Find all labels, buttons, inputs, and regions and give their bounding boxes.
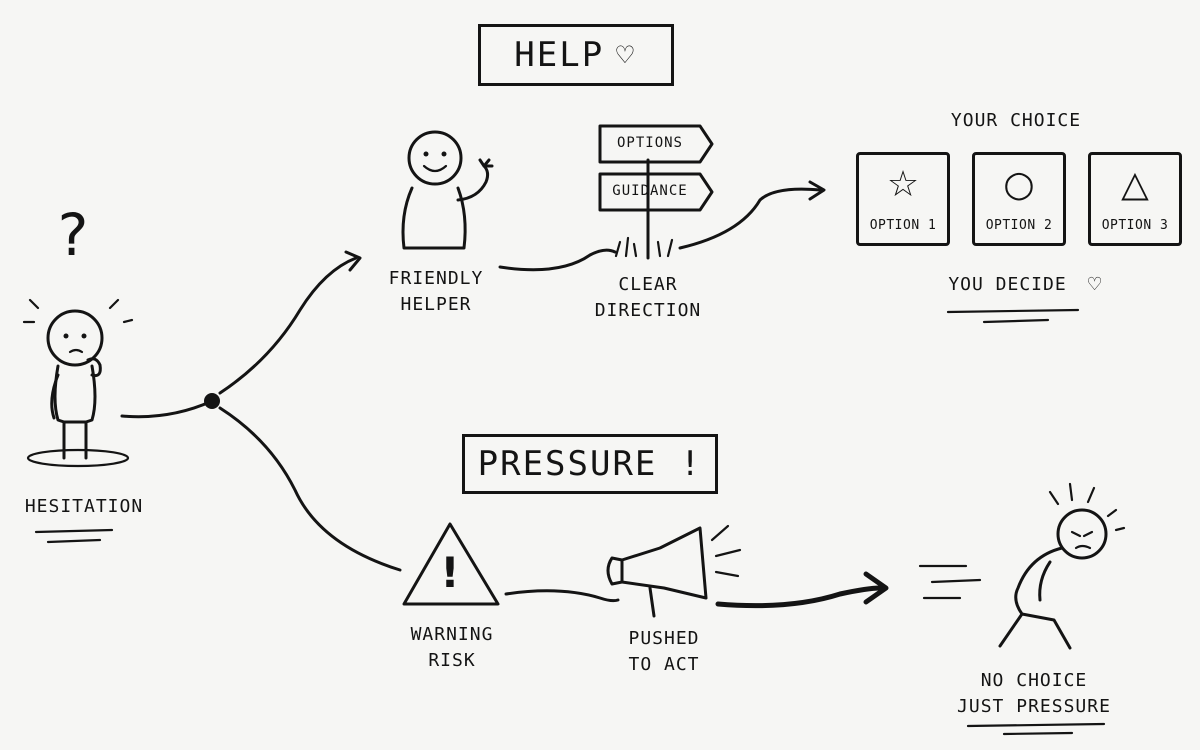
option-1-label: OPTION 1 (869, 218, 937, 233)
heart-icon: ♡ (614, 41, 638, 69)
decision-point (204, 393, 220, 409)
sign-guidance: GUIDANCE (612, 183, 688, 199)
pressure-title-box: PRESSURE ! (462, 434, 718, 494)
hesitation-underline (34, 528, 114, 544)
you-decide-label: YOU DECIDE ♡ (948, 274, 1104, 295)
warning-icon (402, 522, 500, 606)
star-icon: ☆ (886, 164, 920, 205)
sign-options: OPTIONS (616, 135, 683, 151)
stressed-person-icon (918, 482, 1126, 650)
option-2-box: ○ OPTION 2 (972, 152, 1066, 246)
option-2-label: OPTION 2 (985, 218, 1053, 233)
no-choice-label: NO CHOICE JUST PRESSURE (957, 670, 1111, 717)
circle-icon: ○ (1003, 164, 1035, 205)
friendly-helper-label: FRIENDLY HELPER (388, 268, 484, 315)
heart-icon: ♡ (1086, 274, 1104, 295)
option-3-label: OPTION 3 (1101, 218, 1169, 233)
warning-risk-label: WARNING RISK (410, 624, 494, 671)
hesitating-person-icon (22, 298, 134, 468)
pressure-arrow-head (863, 571, 889, 605)
end-underline (966, 722, 1106, 736)
signpost-icon (598, 124, 714, 260)
help-title-box: HELP ♡ (478, 24, 674, 86)
question-mark-icon: ? (57, 201, 89, 269)
path-warning-to-megaphone (504, 589, 620, 603)
megaphone-icon (606, 524, 742, 618)
path-helper-to-sign (498, 248, 617, 272)
friendly-helper-icon (401, 130, 494, 250)
pressure-arrow (715, 585, 883, 609)
arrow-head-up (344, 250, 362, 272)
pressure-title: PRESSURE ! (477, 444, 703, 484)
arrow-head-choice (808, 180, 826, 201)
option-1-box: ☆ OPTION 1 (856, 152, 950, 246)
decide-underline (946, 308, 1080, 324)
hesitation-label: HESITATION (24, 496, 144, 517)
path-sign-to-choice (678, 187, 822, 250)
option-3-box: △ OPTION 3 (1088, 152, 1182, 246)
clear-direction-label: CLEAR DIRECTION (594, 274, 702, 321)
triangle-icon: △ (1121, 164, 1149, 205)
branch-connectors (120, 250, 402, 572)
your-choice-label: YOUR CHOICE (950, 110, 1082, 131)
exclamation-icon: ! (440, 548, 460, 597)
help-title: HELP (514, 35, 605, 75)
pushed-to-act-label: PUSHED TO ACT (628, 628, 700, 675)
